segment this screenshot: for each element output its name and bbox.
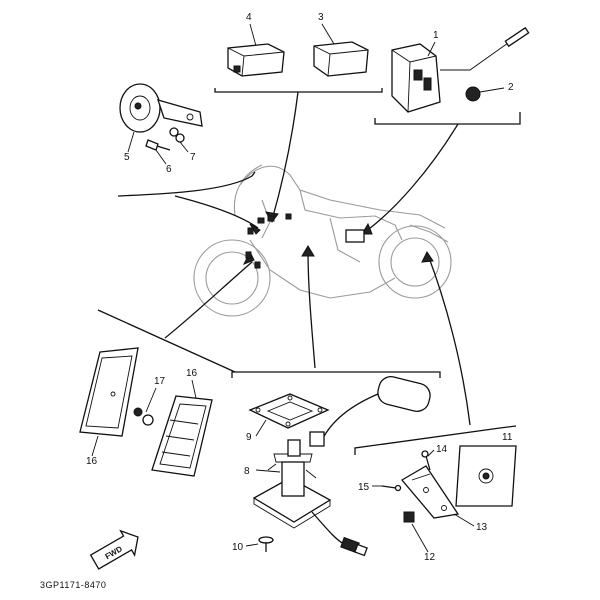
part-nut-2 xyxy=(465,86,481,102)
label-part-3: 3 xyxy=(318,12,324,23)
part-nut-7 xyxy=(169,127,185,143)
part-screw-15 xyxy=(381,484,402,492)
part-fuel-sender-8 xyxy=(252,431,332,529)
part-relay-3 xyxy=(313,41,369,77)
label-part-4: 4 xyxy=(246,12,252,23)
part-bolt-6 xyxy=(145,139,171,151)
part-screw-10 xyxy=(258,536,274,552)
part-switch-1 xyxy=(391,26,530,113)
group-bracket-fuel xyxy=(231,371,441,378)
label-part-8: 8 xyxy=(244,466,250,477)
part-plate-11 xyxy=(455,445,517,507)
fwd-arrow-icon xyxy=(89,529,139,570)
part-nut-17 xyxy=(133,407,154,426)
label-part-7: 7 xyxy=(190,152,196,163)
group-bracket-mount xyxy=(354,425,517,455)
part-gasket-9 xyxy=(248,393,330,429)
part-screw-14 xyxy=(421,450,431,471)
part-relay-4 xyxy=(227,43,285,77)
part-sender-wire xyxy=(311,511,368,557)
label-part-5: 5 xyxy=(124,152,130,163)
label-part-6: 6 xyxy=(166,164,172,175)
group-bracket-reflector xyxy=(97,309,236,373)
label-part-15: 15 xyxy=(358,482,370,493)
pointer-lines xyxy=(164,91,471,426)
label-part-14: 14 xyxy=(436,444,448,455)
label-part-10: 10 xyxy=(232,542,244,553)
group-bracket-horn xyxy=(117,171,256,197)
part-reflector-16a xyxy=(79,347,139,437)
group-bracket-relays xyxy=(214,88,383,93)
label-part-11: 11 xyxy=(502,432,513,443)
drawing-code: 3GP1171-8470 xyxy=(40,580,106,590)
part-horn-5 xyxy=(119,83,203,133)
label-part-13: 13 xyxy=(476,522,488,533)
label-part-16b: 16 xyxy=(186,368,198,379)
label-part-16a: 16 xyxy=(86,456,98,467)
part-fuel-float xyxy=(321,376,431,441)
part-nut-12 xyxy=(403,511,415,523)
group-bracket-switch xyxy=(374,112,521,125)
motorcycle-outline xyxy=(193,164,452,317)
part-bracket-13 xyxy=(401,465,460,519)
label-part-1: 1 xyxy=(433,30,439,41)
label-part-12: 12 xyxy=(424,552,436,563)
label-part-2: 2 xyxy=(508,82,514,93)
label-part-17: 17 xyxy=(154,376,166,387)
part-reflector-16b xyxy=(151,395,213,477)
label-part-9: 9 xyxy=(246,432,252,443)
